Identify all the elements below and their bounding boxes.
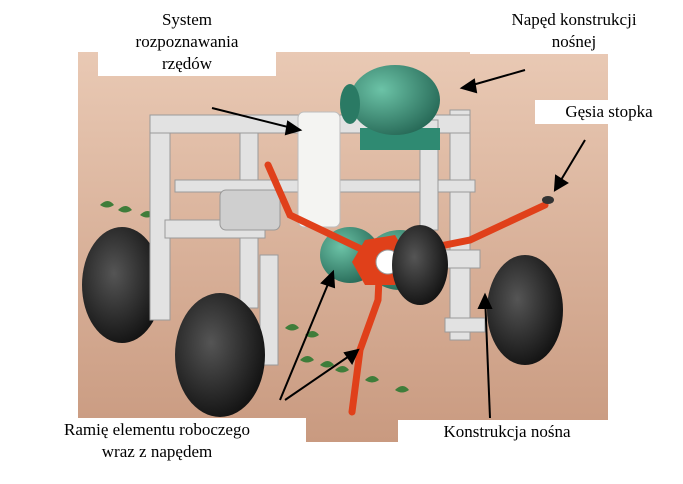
structure-drive-motor bbox=[340, 65, 440, 150]
label-working-arm: Ramię elementu roboczego wraz z napędem bbox=[8, 418, 306, 464]
label-structure-drive: Napęd konstrukcji nośnej bbox=[470, 8, 678, 54]
label-line: rozpoznawania bbox=[135, 32, 239, 51]
goosefoot-tip bbox=[542, 196, 554, 204]
label-goosefoot: Gęsia stopka bbox=[535, 100, 683, 124]
wheel-front-left bbox=[175, 293, 265, 417]
label-line: wraz z napędem bbox=[101, 442, 213, 461]
label-line: Ramię elementu roboczego bbox=[64, 420, 250, 439]
pointer-arrows bbox=[211, 69, 586, 419]
label-line: rzędów bbox=[161, 54, 213, 73]
label-support-structure: Konstrukcja nośna bbox=[398, 420, 616, 444]
wheel-front-right bbox=[392, 225, 448, 305]
label-line: Napęd konstrukcji bbox=[511, 10, 637, 29]
wheel-back-left bbox=[82, 227, 162, 343]
row-recognition-sensor bbox=[297, 111, 341, 228]
label-line: Gęsia stopka bbox=[565, 102, 653, 121]
label-row-recognition-system: System rozpoznawania rzędów bbox=[98, 8, 276, 76]
label-line: Konstrukcja nośna bbox=[443, 422, 571, 441]
wheel-back-right bbox=[487, 255, 563, 365]
label-line: System bbox=[161, 10, 213, 29]
label-line: nośnej bbox=[551, 32, 597, 51]
